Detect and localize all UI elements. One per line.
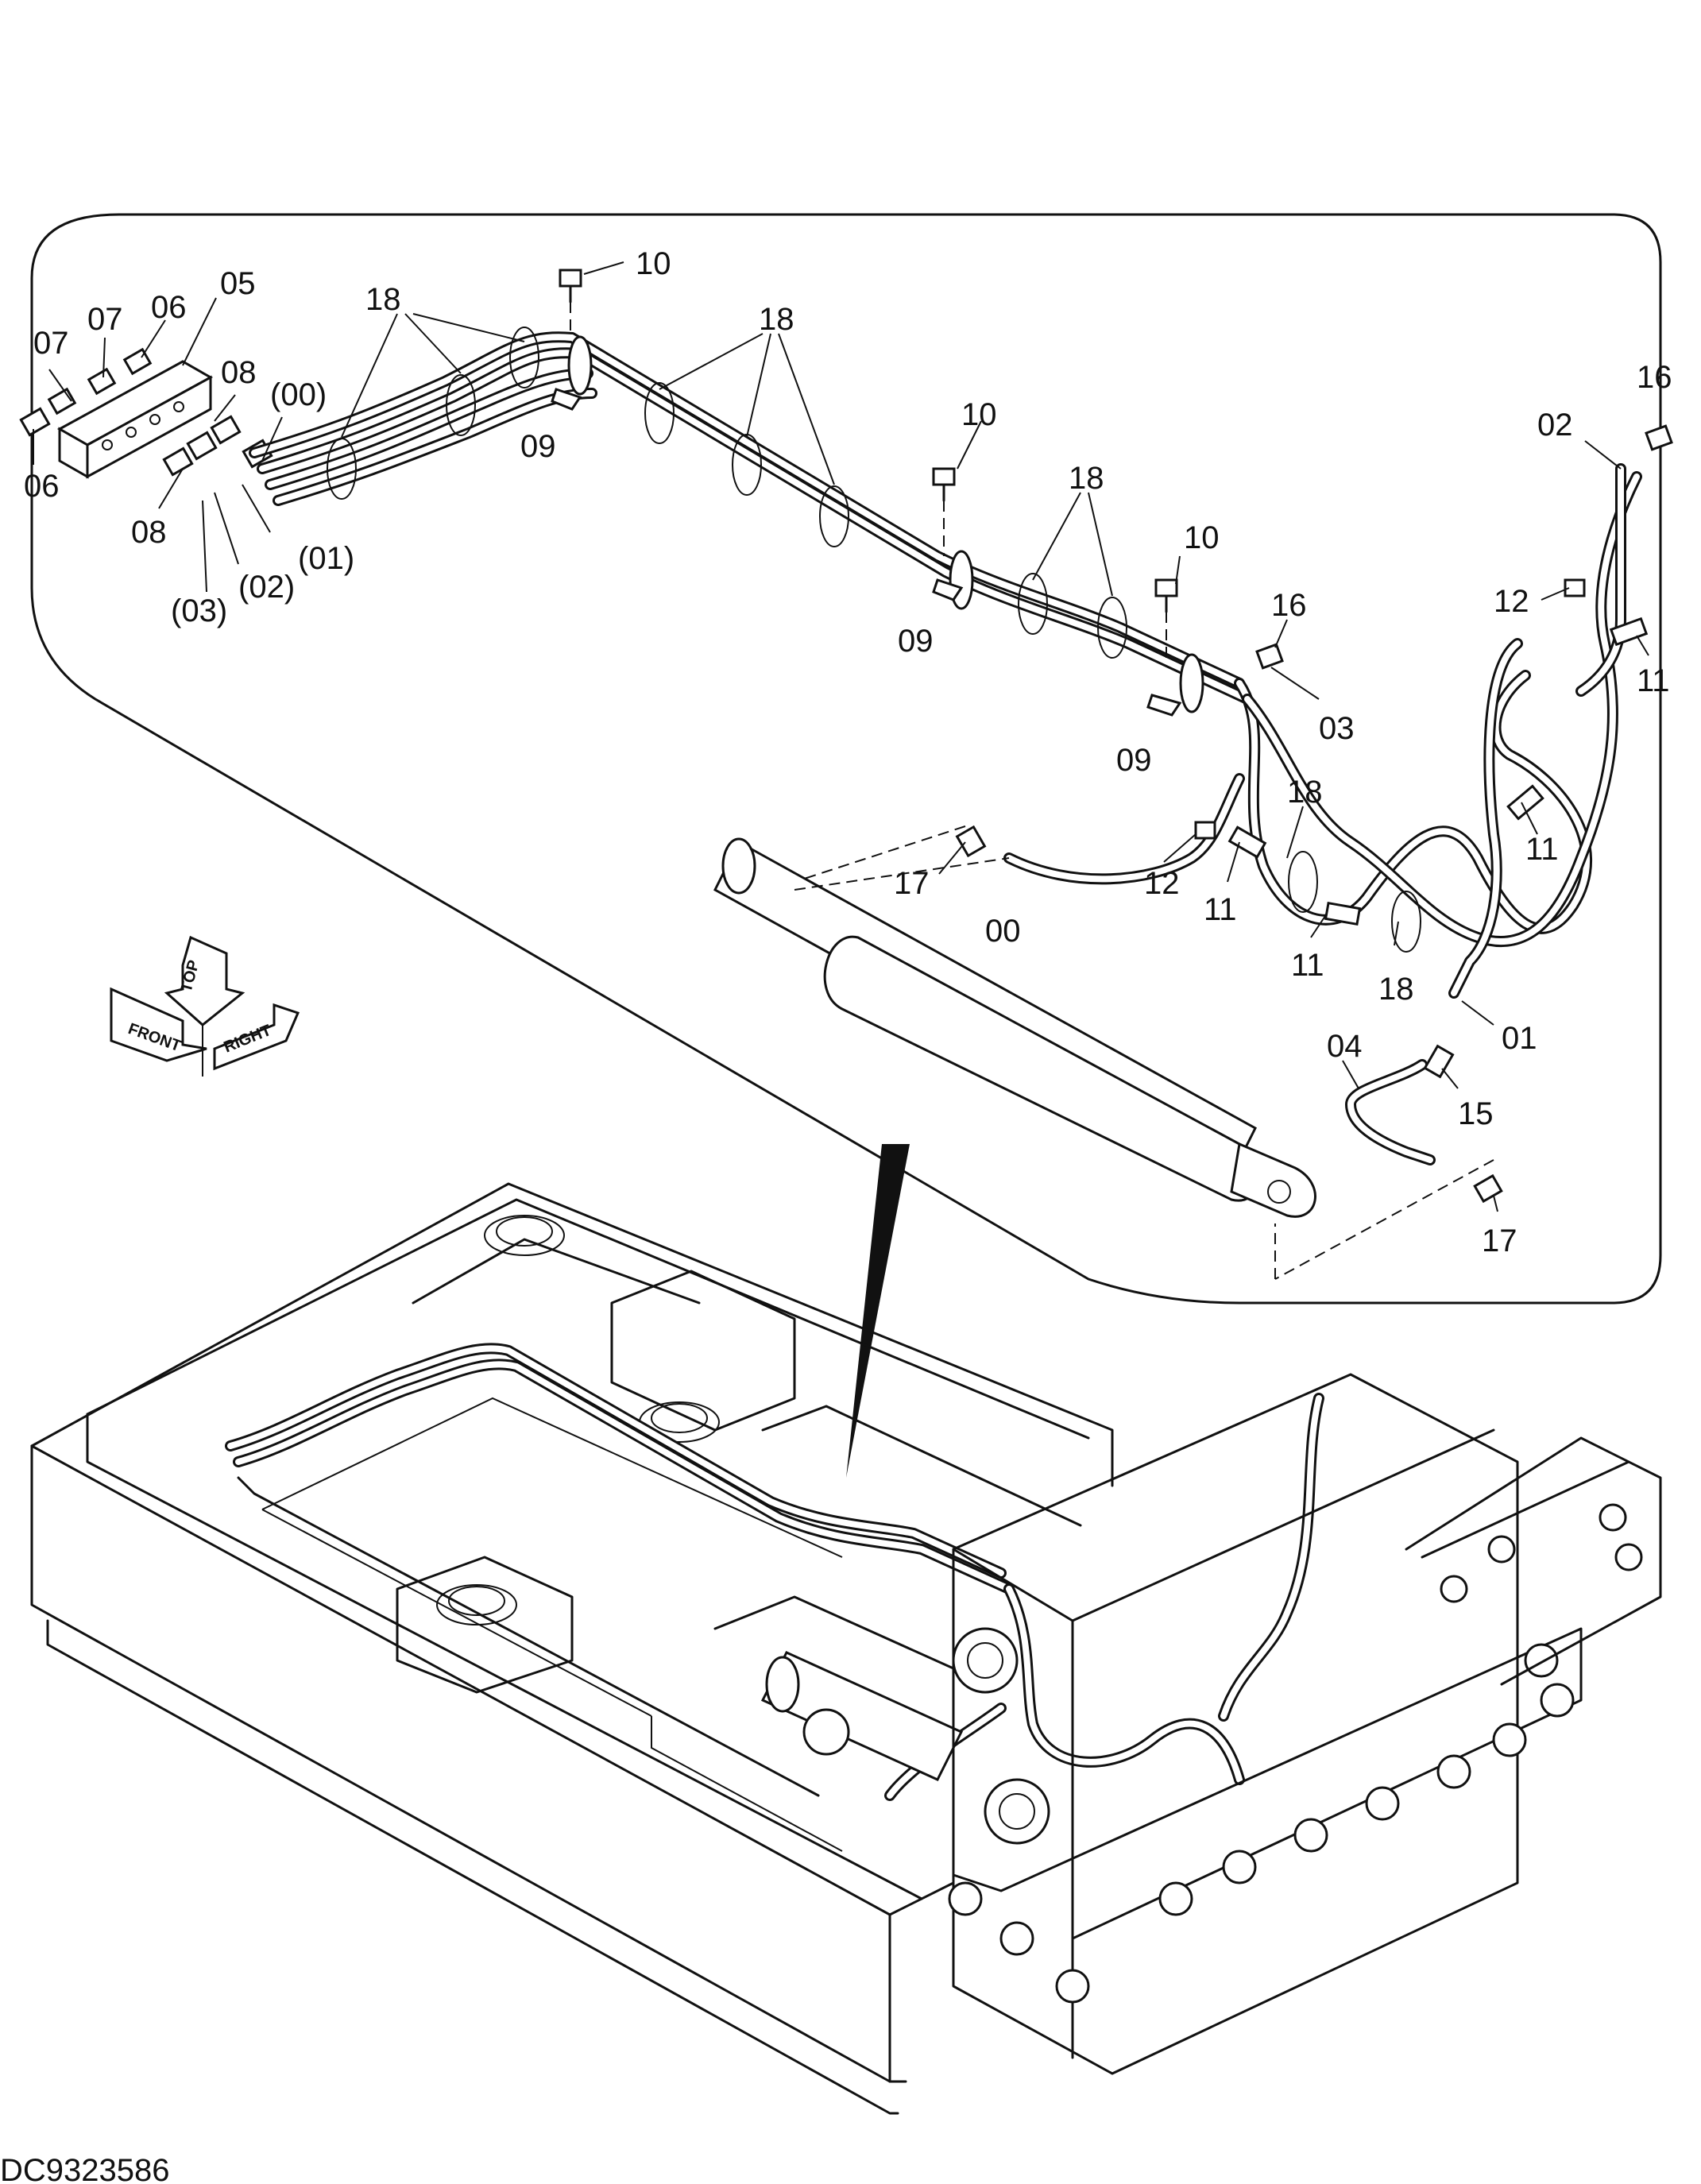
callout-label: 15 <box>1458 1096 1494 1131</box>
callout-label: 08 <box>131 515 167 550</box>
callout-label: 11 <box>1204 892 1237 927</box>
callout-label: 07 <box>87 302 123 337</box>
callout-label: 06 <box>24 469 60 504</box>
main-right-structure <box>948 1373 1662 2075</box>
callout-label: 09 <box>1116 743 1152 778</box>
callout-label: 16 <box>1637 360 1672 395</box>
drawing-number: DC9323586 <box>0 2153 170 2184</box>
callout-label: 00 <box>985 914 1021 949</box>
callout-label: 08 <box>221 355 257 390</box>
callout-label: 17 <box>1482 1223 1517 1258</box>
main-cylinder <box>760 1651 964 1781</box>
callout-label: 02 <box>1537 408 1573 443</box>
callout-label: 05 <box>220 266 256 301</box>
callout-label: 18 <box>1287 775 1323 810</box>
callout-label: 09 <box>898 624 934 659</box>
callout-label: 18 <box>1069 461 1104 496</box>
callout-label: 12 <box>1494 584 1529 619</box>
callout-label: (03) <box>171 593 227 628</box>
callout-label: 12 <box>1144 866 1180 901</box>
junction-block <box>19 347 273 479</box>
callout-label: 18 <box>759 302 794 337</box>
callout-label: 04 <box>1327 1029 1363 1064</box>
callout-label: 09 <box>520 429 556 464</box>
orientation-indicator: TOP FRONT RIGHT <box>110 935 300 1077</box>
main-hoses <box>225 1343 1324 1801</box>
callout-label: 06 <box>151 290 187 325</box>
callout-labels: 05 06 07 07 08 (00) 06 08 (01) (02) (03)… <box>24 246 1672 1258</box>
callout-label: 11 <box>1637 663 1670 698</box>
bolts <box>559 269 1673 1280</box>
detail-leader <box>846 1144 910 1478</box>
leader-lines <box>33 261 1661 1212</box>
callout-label: (02) <box>238 570 295 605</box>
callout-label: 11 <box>1525 832 1559 867</box>
cylinder <box>713 837 1316 1279</box>
callout-label: 11 <box>1291 948 1324 983</box>
callout-label: 16 <box>1271 588 1307 623</box>
clamps <box>327 327 1649 953</box>
callout-label: 10 <box>1184 520 1220 555</box>
callout-label: 10 <box>636 246 671 281</box>
callout-label: 18 <box>365 282 401 317</box>
main-frame <box>30 1182 1114 2115</box>
callout-label: 18 <box>1378 972 1414 1007</box>
callout-label: 17 <box>894 866 930 901</box>
detail-frame <box>30 213 1662 1305</box>
hose-bundle <box>249 331 1642 1165</box>
callout-label: 01 <box>1502 1021 1537 1056</box>
callout-label: (01) <box>298 541 354 576</box>
callout-label: 07 <box>33 326 69 361</box>
callout-label: 03 <box>1319 711 1355 746</box>
callout-label: 10 <box>961 397 997 432</box>
callout-label: (00) <box>270 377 327 412</box>
